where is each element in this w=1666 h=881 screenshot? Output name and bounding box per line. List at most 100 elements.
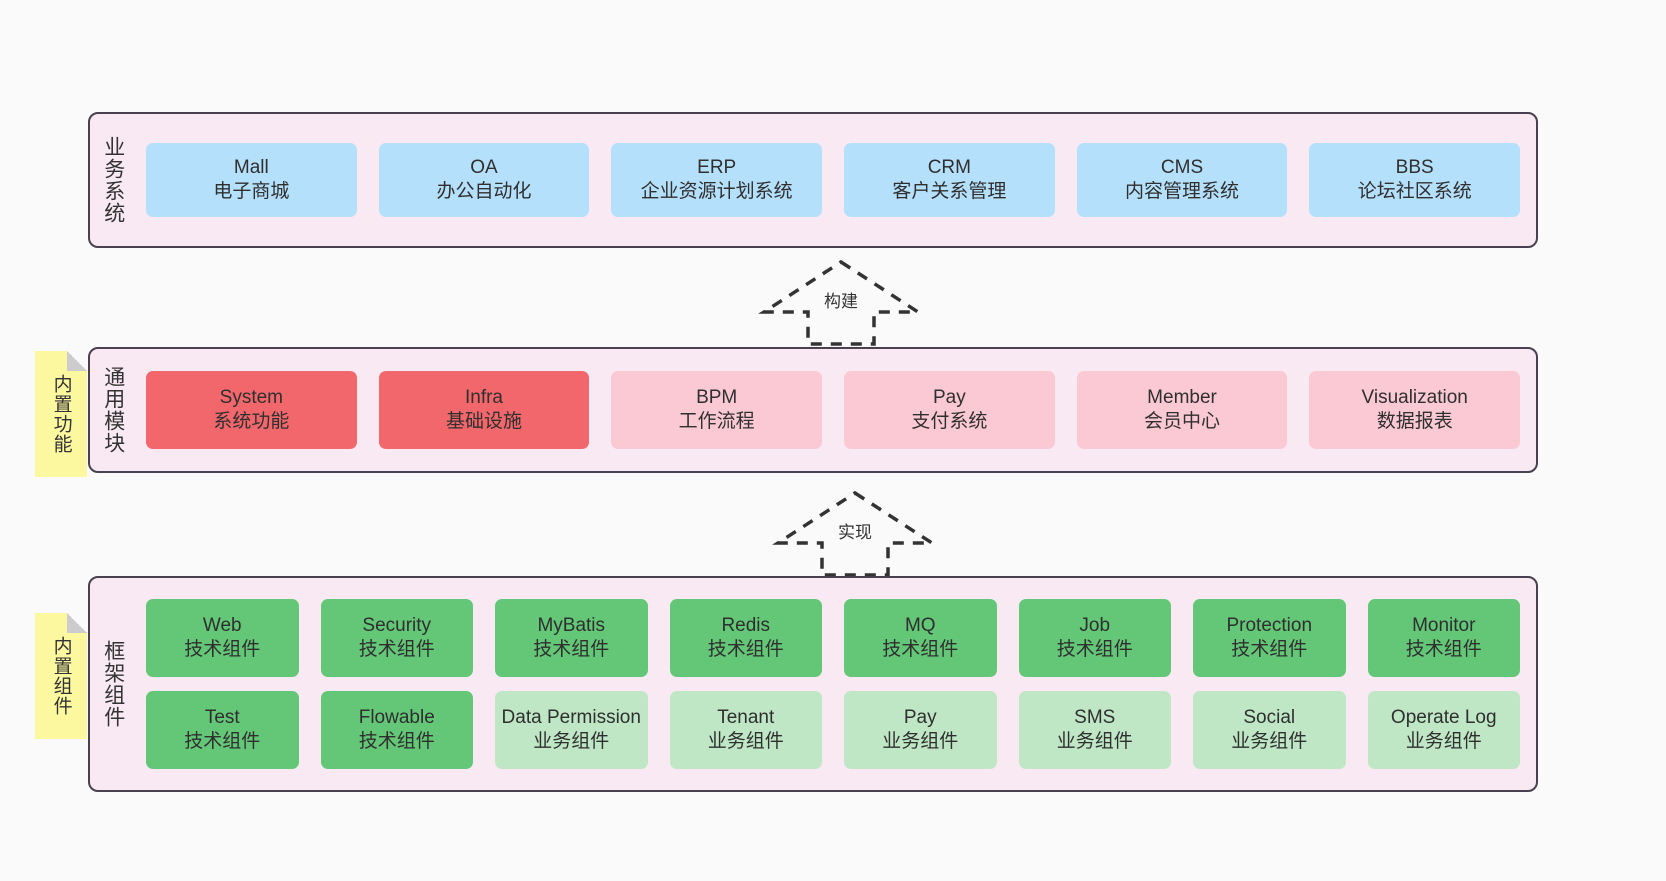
card-desc: 技术组件: [1056, 639, 1133, 660]
card-desc: 会员中心: [1144, 411, 1221, 432]
module-card-visualization[interactable]: Visualization 数据报表: [1309, 371, 1521, 449]
card-desc: 业务组件: [1231, 731, 1308, 752]
module-card-bpm[interactable]: BPM 工作流程: [611, 371, 823, 449]
card-name: System: [219, 386, 284, 408]
card-name: Member: [1147, 386, 1217, 408]
note-label: 内置组件: [50, 636, 72, 716]
card-name: Test: [204, 706, 240, 728]
card-desc: 办公自动化: [436, 181, 532, 202]
card-desc: 业务组件: [1056, 731, 1133, 752]
card-desc: 数据报表: [1376, 411, 1453, 432]
card-desc: 业务组件: [882, 731, 959, 752]
card-desc: 业务组件: [707, 731, 784, 752]
card-name: Flowable: [358, 706, 435, 728]
card-desc: 技术组件: [533, 639, 610, 660]
layer-title-common-modules: 通用模块: [101, 366, 125, 454]
card-name: Monitor: [1412, 614, 1476, 636]
framework-card-monitor[interactable]: Monitor 技术组件: [1367, 599, 1520, 677]
card-desc: 技术组件: [1231, 639, 1308, 660]
framework-card-test[interactable]: Test 技术组件: [146, 691, 299, 769]
framework-card-flowable[interactable]: Flowable 技术组件: [320, 691, 473, 769]
card-desc: 工作流程: [678, 411, 755, 432]
card-name: Redis: [721, 614, 771, 636]
framework-row-tech: Web 技术组件 Security 技术组件 MyBatis 技术组件 Redi…: [146, 599, 1520, 677]
card-name: BPM: [696, 386, 738, 408]
module-card-pay[interactable]: Pay 支付系统: [844, 371, 1055, 449]
business-card-erp[interactable]: ERP 企业资源计划系统: [611, 143, 823, 217]
arrow-build: 构建: [756, 256, 926, 348]
card-desc: 客户关系管理: [892, 181, 1007, 202]
framework-card-redis[interactable]: Redis 技术组件: [669, 599, 822, 677]
card-name: Security: [362, 614, 432, 636]
card-name: SMS: [1074, 706, 1116, 728]
dashed-hollow-arrow-up-icon: [758, 259, 924, 346]
framework-card-security[interactable]: Security 技术组件: [320, 599, 473, 677]
layer-business-system: 业务系统 Mall 电子商城 OA 办公自动化 ERP 企业资源计划系统 CRM…: [88, 112, 1538, 248]
card-desc: 论坛社区系统: [1357, 181, 1472, 202]
framework-card-operate-log[interactable]: Operate Log 业务组件: [1367, 691, 1520, 769]
business-card-crm[interactable]: CRM 客户关系管理: [844, 143, 1055, 217]
card-name: Pay: [932, 386, 966, 408]
framework-card-data-permission[interactable]: Data Permission 业务组件: [495, 691, 648, 769]
card-name: BBS: [1395, 156, 1434, 178]
note-builtin-functions: 内置功能: [35, 351, 87, 477]
module-card-infra[interactable]: Infra 基础设施: [378, 371, 590, 449]
card-name: CMS: [1160, 156, 1204, 178]
module-card-system[interactable]: System 系统功能: [146, 371, 357, 449]
framework-card-tenant[interactable]: Tenant 业务组件: [669, 691, 822, 769]
card-name: MQ: [904, 614, 936, 636]
business-card-cms[interactable]: CMS 内容管理系统: [1076, 143, 1288, 217]
common-modules-row: System 系统功能 Infra 基础设施 BPM 工作流程 Pay 支付系统…: [146, 371, 1521, 449]
card-name: Protection: [1226, 614, 1313, 636]
card-desc: 支付系统: [911, 411, 988, 432]
card-name: Visualization: [1361, 386, 1468, 408]
card-name: Infra: [464, 386, 504, 408]
note-label: 内置功能: [50, 374, 72, 454]
framework-card-social[interactable]: Social 业务组件: [1193, 691, 1346, 769]
module-card-member[interactable]: Member 会员中心: [1076, 371, 1288, 449]
arrow-implement-label: 实现: [833, 523, 877, 543]
layer-framework-components: 框架组件 Web 技术组件 Security 技术组件 MyBatis 技术组件…: [88, 576, 1538, 792]
layer-title-business-system: 业务系统: [101, 136, 125, 224]
card-desc: 技术组件: [358, 731, 435, 752]
card-name: Tenant: [717, 706, 775, 728]
framework-row-business: Test 技术组件 Flowable 技术组件 Data Permission …: [146, 691, 1520, 769]
card-name: OA: [470, 156, 498, 178]
layer-body-framework-components: Web 技术组件 Security 技术组件 MyBatis 技术组件 Redi…: [136, 578, 1536, 790]
card-desc: 系统功能: [213, 411, 290, 432]
card-name: Job: [1079, 614, 1111, 636]
card-desc: 业务组件: [533, 731, 610, 752]
framework-card-pay[interactable]: Pay 业务组件: [844, 691, 997, 769]
business-card-bbs[interactable]: BBS 论坛社区系统: [1309, 143, 1521, 217]
framework-card-sms[interactable]: SMS 业务组件: [1018, 691, 1171, 769]
card-name: Mall: [233, 156, 269, 178]
business-card-oa[interactable]: OA 办公自动化: [378, 143, 590, 217]
card-name: Data Permission: [501, 706, 641, 728]
card-name: ERP: [697, 156, 737, 178]
card-desc: 基础设施: [446, 411, 523, 432]
card-desc: 业务组件: [1405, 731, 1482, 752]
framework-card-protection[interactable]: Protection 技术组件: [1193, 599, 1346, 677]
card-desc: 技术组件: [184, 639, 261, 660]
layer-title-framework-components: 框架组件: [101, 640, 125, 728]
card-desc: 技术组件: [184, 731, 261, 752]
layer-body-business-system: Mall 电子商城 OA 办公自动化 ERP 企业资源计划系统 CRM 客户关系…: [136, 114, 1536, 246]
arrow-build-label: 构建: [819, 292, 863, 312]
framework-card-mq[interactable]: MQ 技术组件: [844, 599, 997, 677]
card-name: Operate Log: [1390, 706, 1497, 728]
framework-card-mybatis[interactable]: MyBatis 技术组件: [495, 599, 648, 677]
card-name: Web: [202, 614, 242, 636]
framework-card-web[interactable]: Web 技术组件: [146, 599, 299, 677]
card-desc: 内容管理系统: [1125, 181, 1240, 202]
card-name: CRM: [927, 156, 971, 178]
card-desc: 企业资源计划系统: [640, 181, 793, 202]
framework-card-job[interactable]: Job 技术组件: [1018, 599, 1171, 677]
arrow-implement: 实现: [770, 487, 940, 579]
layer-common-modules: 通用模块 System 系统功能 Infra 基础设施 BPM 工作流程 Pay…: [88, 347, 1538, 473]
card-desc: 电子商城: [213, 181, 290, 202]
card-name: Pay: [903, 706, 937, 728]
note-builtin-components: 内置组件: [35, 613, 87, 739]
card-desc: 技术组件: [358, 639, 435, 660]
business-card-mall[interactable]: Mall 电子商城: [146, 143, 357, 217]
